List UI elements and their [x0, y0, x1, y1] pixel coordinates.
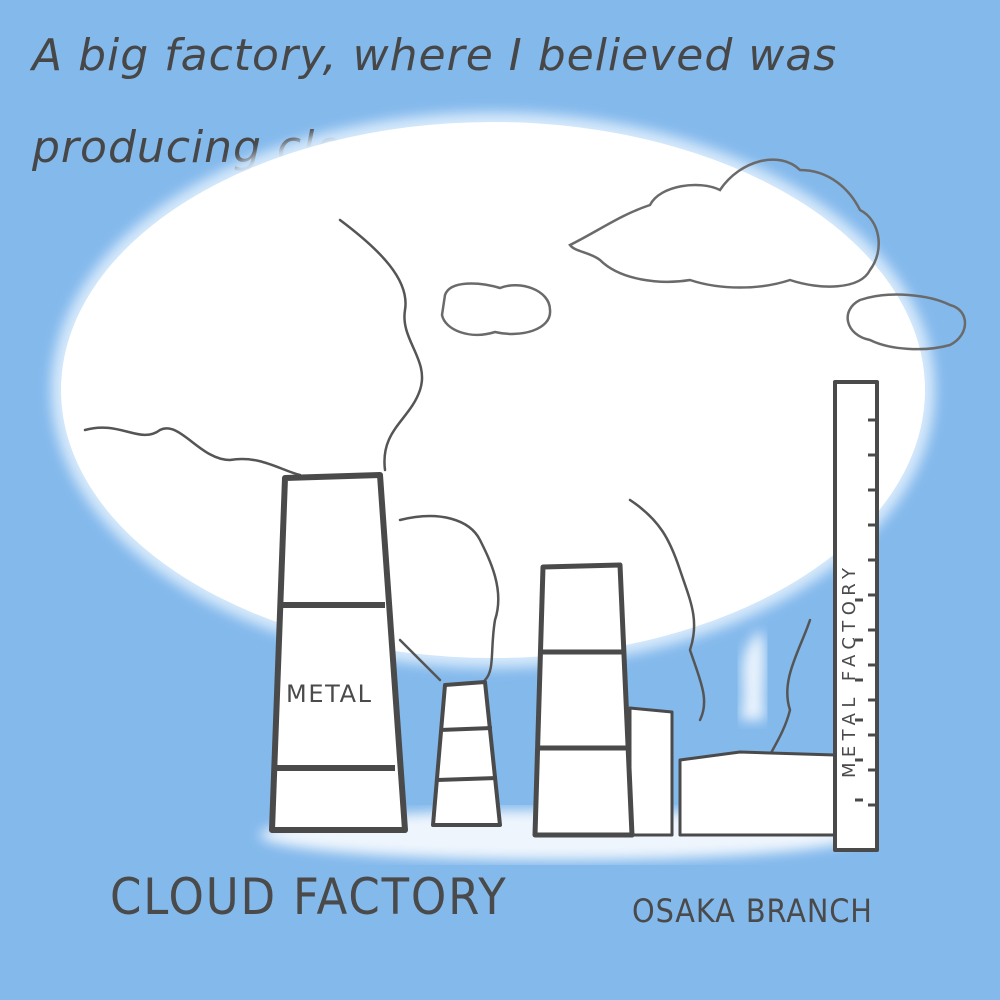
caption-line-1: A big factory, where I believed was	[32, 30, 838, 81]
outline-clouds	[440, 158, 967, 351]
small-chimney	[431, 680, 502, 827]
low-building	[678, 750, 837, 837]
wide-chimney	[532, 562, 635, 838]
factory-buildings	[269, 380, 879, 852]
big-cloud	[61, 122, 925, 658]
sign-title: CLOUD FACTORY	[110, 868, 508, 926]
metal-factory-tower	[833, 380, 879, 852]
tall-chimney	[269, 472, 408, 833]
chimney-label: METAL	[286, 680, 372, 708]
sign-subtitle: OSAKA BRANCH	[632, 892, 873, 930]
mid-building	[628, 706, 674, 837]
smoke-trails	[83, 218, 812, 757]
tower-windows	[855, 418, 876, 807]
